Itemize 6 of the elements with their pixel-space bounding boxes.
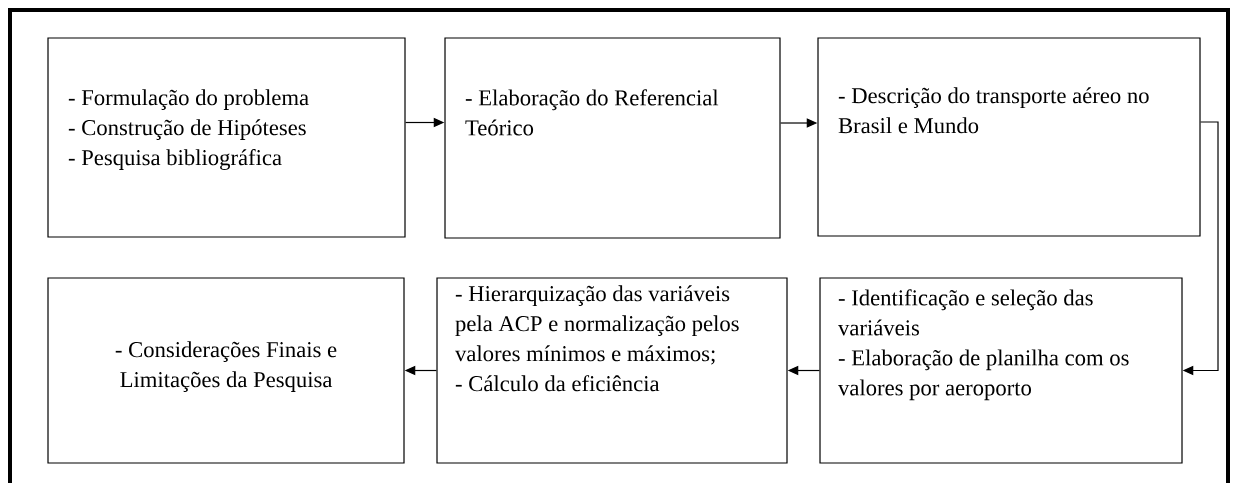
process-box: - Considerações Finais e Limitações da Pesquisa — [47, 277, 405, 464]
process-box: - Elaboração do Referencial Teórico — [444, 37, 781, 239]
process-box: - Identificação e seleção das variáveis - Elaboração de planilha com os valores por aeroporto — [819, 277, 1183, 464]
process-box: - Descrição do transporte aéreo no Brasil e Mundo — [817, 37, 1201, 237]
process-box: - Formulação do problema - Construção de Hipóteses - Pesquisa bibliográfica — [47, 37, 406, 238]
process-box: - Hierarquização das variáveis pela ACP e normalização pelos valores mínimos e máximos; - Cálculo da eficiência — [436, 277, 788, 464]
